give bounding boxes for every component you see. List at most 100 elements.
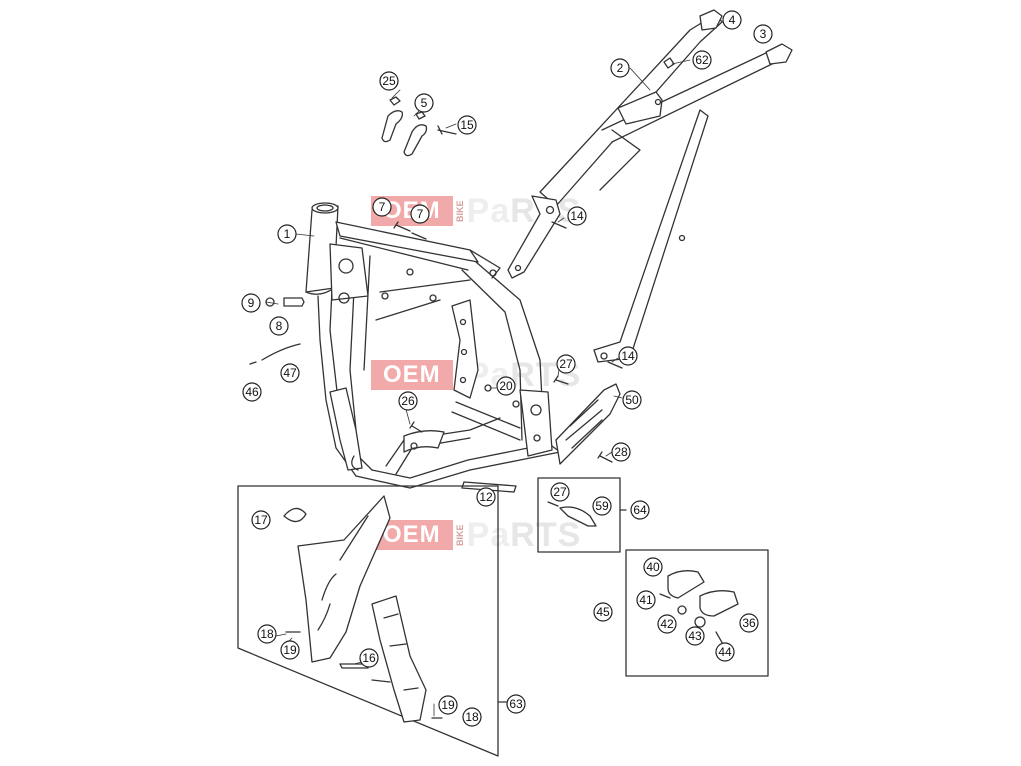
callout-label: 19 (441, 698, 455, 712)
callout-label: 42 (660, 617, 674, 631)
callout-circle (550, 482, 570, 502)
callout-label: 7 (379, 200, 386, 214)
callout-25: 25 (379, 71, 399, 91)
callout-label: 4 (729, 13, 736, 27)
callout-circle (457, 115, 477, 135)
callout-circle (398, 391, 418, 411)
callout-4: 4 (722, 10, 742, 30)
callout-18: 18 (257, 624, 277, 644)
kit-64 (537, 477, 627, 553)
callout-label: 1 (284, 227, 291, 241)
callout-64: 64 (630, 500, 650, 520)
callout-label: 17 (254, 513, 268, 527)
callout-28: 28 (611, 442, 631, 462)
callout-62: 62 (692, 50, 712, 70)
callout-circle (257, 624, 277, 644)
kit-45 (625, 549, 769, 677)
callout-27: 27 (556, 354, 576, 374)
callout-circle (438, 695, 458, 715)
callout-circle (722, 10, 742, 30)
callout-circle (280, 363, 300, 383)
callout-label: 18 (465, 710, 479, 724)
hardware (249, 221, 623, 493)
callout-26: 26 (398, 391, 418, 411)
callout-label: 27 (553, 485, 567, 499)
callout-41: 41 (636, 590, 656, 610)
callout-label: 3 (760, 27, 767, 41)
callout-circle (241, 293, 261, 313)
callout-20: 20 (496, 376, 516, 396)
callout-label: 28 (614, 445, 628, 459)
callout-circle (506, 694, 526, 714)
kit-63 (237, 485, 507, 757)
callout-label: 63 (509, 697, 523, 711)
callout-label: 59 (595, 499, 609, 513)
sub-frame (507, 9, 793, 363)
callout-circle (277, 224, 297, 244)
callout-label: 16 (362, 651, 376, 665)
callout-label: 9 (248, 296, 255, 310)
callout-label: 64 (633, 503, 647, 517)
callout-47: 47 (280, 363, 300, 383)
callout-16: 16 (359, 648, 379, 668)
main-frame (305, 202, 561, 489)
callout-circle (685, 626, 705, 646)
callout-59: 59 (592, 496, 612, 516)
callout-circle (372, 197, 392, 217)
callout-circle (414, 93, 434, 113)
callout-label: 47 (283, 366, 297, 380)
callout-12: 12 (476, 487, 496, 507)
callout-circle (462, 707, 482, 727)
callout-circle (410, 204, 430, 224)
callout-circle (692, 50, 712, 70)
callout-label: 36 (742, 616, 756, 630)
callout-circle (610, 58, 630, 78)
callout-label: 62 (695, 53, 709, 67)
callout-label: 12 (479, 490, 493, 504)
callout-label: 25 (382, 74, 396, 88)
callout-14: 14 (618, 346, 638, 366)
callout-label: 18 (260, 627, 274, 641)
callout-19: 19 (280, 640, 300, 660)
callout-label: 41 (639, 593, 653, 607)
upper-brackets (381, 96, 457, 157)
callout-label: 2 (617, 61, 624, 75)
callout-63: 63 (506, 694, 526, 714)
callout-42: 42 (657, 614, 677, 634)
callout-label: 45 (596, 605, 610, 619)
callout-circle (715, 642, 735, 662)
callout-label: 14 (621, 349, 635, 363)
callout-circle (622, 390, 642, 410)
callout-label: 27 (559, 357, 573, 371)
callout-circle (556, 354, 576, 374)
callout-circle (739, 613, 759, 633)
callout-27: 27 (550, 482, 570, 502)
callout-17: 17 (251, 510, 271, 530)
callout-15: 15 (457, 115, 477, 135)
callout-circle (379, 71, 399, 91)
callout-50: 50 (622, 390, 642, 410)
callout-label: 7 (417, 207, 424, 221)
callout-9: 9 (241, 293, 261, 313)
callout-label: 43 (688, 629, 702, 643)
callout-19: 19 (438, 695, 458, 715)
callout-circle (269, 316, 289, 336)
callout-circle (753, 24, 773, 44)
callout-44: 44 (715, 642, 735, 662)
callout-46: 46 (242, 382, 262, 402)
callout-label: 5 (421, 96, 428, 110)
callout-label: 50 (625, 393, 639, 407)
callout-36: 36 (739, 613, 759, 633)
callout-3: 3 (753, 24, 773, 44)
callout-circle (496, 376, 516, 396)
callout-label: 19 (283, 643, 297, 657)
callout-40: 40 (643, 557, 663, 577)
callout-circle (251, 510, 271, 530)
callout-circle (359, 648, 379, 668)
callout-1: 1 (277, 224, 297, 244)
callout-circle (567, 206, 587, 226)
callout-label: 14 (570, 209, 584, 223)
callout-7: 7 (372, 197, 392, 217)
